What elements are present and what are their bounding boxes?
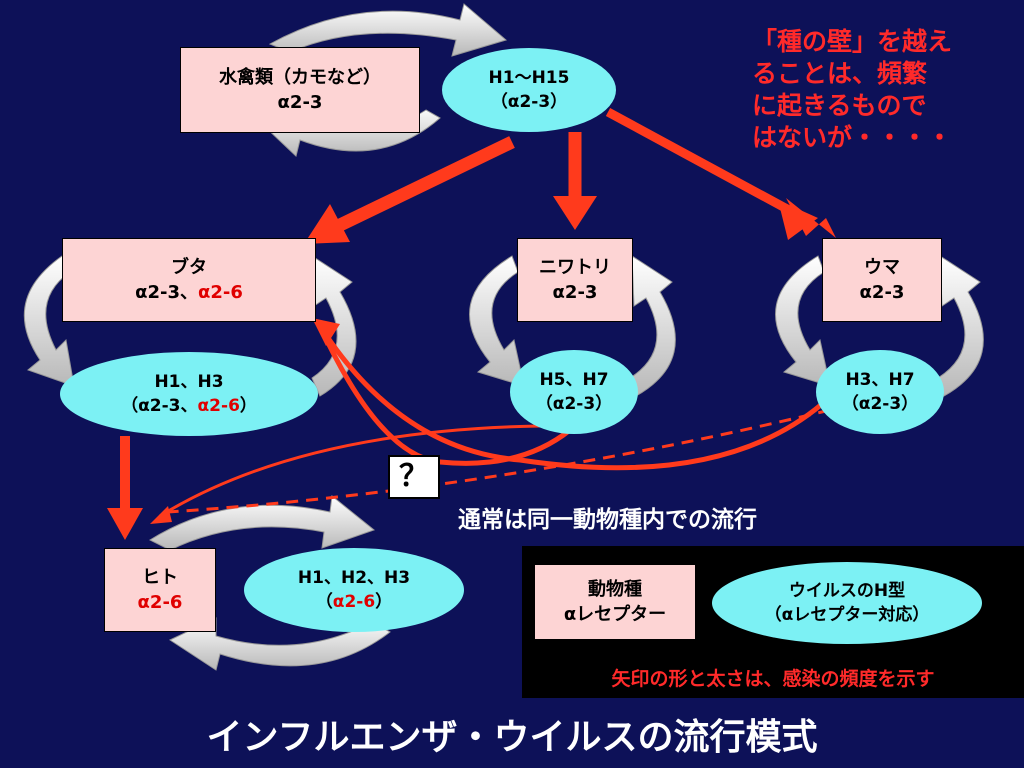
arrow-waterfowl-to-horse-tip [778, 200, 818, 240]
waterfowl-virus-types: H1～H15 [488, 68, 570, 88]
arrow-to-pig-head [312, 318, 340, 346]
pig-receptor: α2-3、α2-6 [135, 280, 243, 305]
legend-virus-line1: ウイルスのH型 [788, 581, 906, 601]
horse-virus-receptor: （α2-3） [841, 394, 919, 414]
chicken-cycle-arrow-left [469, 255, 525, 387]
legend-panel: 動物種 αレセプター ウイルスのH型 （αレセプター対応） 矢印の形と太さは、感… [522, 546, 1024, 698]
arrow-pig-to-human-head [107, 508, 143, 540]
species-barrier-note: 「種の壁」を越え ることは、頻繁 に起きるもので はないが・・・・ [752, 26, 1002, 154]
human-virus-receptor-close: ） [375, 592, 393, 612]
legend-virus-line2: （αレセプター対応） [764, 605, 930, 625]
pig-virus-receptor-close: ） [239, 396, 257, 416]
note-line: に起きるもので [752, 91, 927, 120]
usual-spread-note: 通常は同一動物種内での流行 [458, 507, 757, 533]
legend-arrow-note: 矢印の形と太さは、感染の頻度を示す [611, 668, 935, 690]
human-name: ヒト [142, 567, 178, 588]
note-line: ることは、頻繁 [752, 59, 928, 88]
horse-receptor: α2-3 [859, 282, 905, 303]
chicken-virus-types: H5、H7 [539, 370, 609, 390]
arrow-waterfowl-to-chicken-head [553, 196, 597, 230]
question-mark-box: ？ [388, 455, 440, 499]
waterfowl-receptor: α2-3 [277, 92, 323, 113]
pig-virus-types: H1、H3 [154, 372, 224, 392]
arrow-chicken-to-human-head [150, 506, 172, 524]
horse-virus-types: H3、H7 [845, 370, 915, 390]
legend-host-box: 動物種 αレセプター [534, 564, 696, 640]
chicken-name: ニワトリ [539, 257, 611, 278]
note-line: 「種の壁」を越え [752, 27, 953, 56]
pig-virus-receptor: （α2-3、α2-6） [121, 394, 257, 418]
pig-virus-oval: H1、H3 （α2-3、α2-6） [60, 352, 318, 436]
pig-virus-receptor-open: （α2-3、 [121, 396, 198, 416]
horse-virus-oval: H3、H7 （α2-3） [816, 350, 944, 434]
waterfowl-virus-oval: H1～H15 （α2-3） [442, 48, 616, 132]
human-host-box: ヒト α2-6 [104, 548, 216, 632]
pig-name: ブタ [171, 257, 207, 278]
waterfowl-host-box: 水禽類（カモなど） α2-3 [180, 47, 420, 133]
slide-title: インフルエンザ・ウイルスの流行模式 [206, 717, 818, 758]
human-cycle-arrow-top [148, 495, 376, 551]
arrow-waterfowl-to-pig-head [304, 204, 350, 244]
chicken-virus-receptor: （α2-3） [535, 394, 613, 414]
pig-host-box: ブタ α2-3、α2-6 [62, 238, 316, 322]
legend-host-line1: 動物種 [588, 579, 642, 600]
chicken-cycle-arrow-right [629, 255, 676, 397]
arrow-waterfowl-to-pig [335, 136, 515, 232]
human-cycle-arrow-bottom [168, 617, 391, 671]
arrow-chicken-to-human [159, 424, 541, 518]
waterfowl-cycle-arrow-top [268, 3, 508, 57]
human-virus-oval: H1、H2、H3 （α2-6） [244, 548, 464, 632]
human-virus-receptor-highlight: α2-6 [332, 592, 376, 612]
note-line: はないが・・・・ [752, 123, 953, 152]
human-virus-receptor: （α2-6） [316, 590, 392, 614]
horse-cycle-arrow-right [937, 255, 984, 397]
human-virus-types: H1、H2、H3 [297, 568, 411, 588]
legend-host-line2: αレセプター [563, 604, 667, 625]
chicken-receptor: α2-3 [552, 282, 598, 303]
horse-cycle-arrow-left [775, 255, 831, 387]
chicken-host-box: ニワトリ α2-3 [517, 238, 633, 322]
chicken-virus-oval: H5、H7 （α2-3） [510, 350, 638, 434]
waterfowl-virus-receptor: （α2-3） [490, 92, 568, 112]
arrow-horse-to-pig [317, 324, 824, 471]
arrow-waterfowl-to-horse [605, 108, 803, 220]
pig-receptor-a: α2-3、 [135, 282, 198, 303]
human-virus-receptor-open: （ [315, 592, 333, 612]
pig-cycle-arrow-left [23, 255, 75, 387]
human-receptor: α2-6 [137, 592, 183, 613]
pig-receptor-b: α2-6 [198, 282, 243, 303]
legend-virus-oval: ウイルスのH型 （αレセプター対応） [712, 562, 982, 644]
horse-name: ウマ [864, 257, 900, 278]
waterfowl-name: 水禽類（カモなど） [219, 67, 381, 88]
pig-virus-receptor-highlight: α2-6 [197, 396, 240, 416]
horse-host-box: ウマ α2-3 [822, 238, 942, 322]
